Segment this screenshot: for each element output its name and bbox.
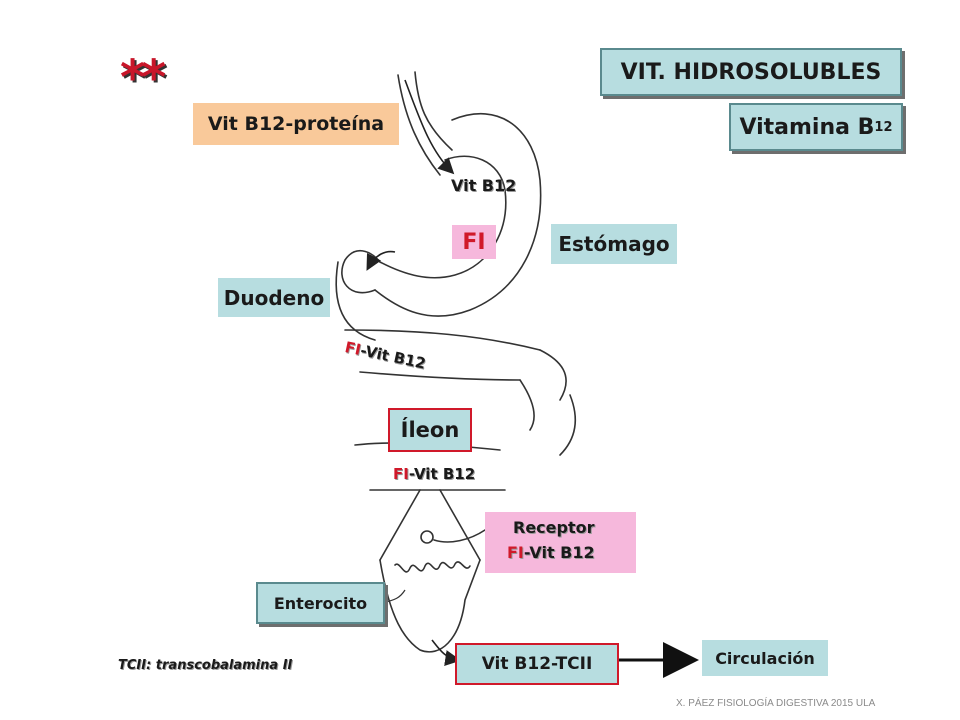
- subtitle-main: Vitamina B: [739, 114, 875, 140]
- receptor-fi: FI: [507, 543, 524, 562]
- fi-vit-b12-ileon-fi: FI: [393, 465, 409, 483]
- enterocito-box: Enterocito: [256, 582, 385, 624]
- estomago-label: Estómago: [558, 232, 670, 256]
- circulacion-label: Circulación: [715, 648, 815, 668]
- ileon-label: Íleon: [400, 418, 460, 442]
- vit-b12-proteina-box: Vit B12-proteína: [193, 103, 399, 145]
- esophagus-right-line: [414, 71, 453, 151]
- fi-label: FI: [462, 229, 486, 255]
- vit-b12-tcii-box: Vit B12-TCII: [455, 643, 619, 685]
- tcii-note: TCII: transcobalamina II: [118, 658, 293, 673]
- duodenum-line: [341, 250, 381, 294]
- duodeno-label: Duodeno: [223, 285, 325, 310]
- esophagus-left-line: [397, 74, 441, 176]
- title-box: VIT. HIDROSOLUBLES: [600, 48, 902, 96]
- stomach-inner-line: [379, 155, 507, 279]
- fi-box: FI: [452, 225, 496, 259]
- estomago-box: Estómago: [551, 224, 677, 264]
- fi-vit-b12-ileon-rest: -Vit B12: [408, 465, 476, 483]
- footer-credit: X. PÁEZ FISIOLOGÍA DIGESTIVA 2015 ULA: [676, 698, 876, 709]
- ileon-box: Íleon: [388, 408, 472, 452]
- receptor-line2: FI-Vit B12: [507, 543, 595, 562]
- stomach-outer-line: [374, 112, 542, 317]
- circulacion-box: Circulación: [702, 640, 828, 676]
- page-title: VIT. HIDROSOLUBLES: [620, 59, 882, 85]
- fi-vit-b12-ileon: FI-Vit B12: [393, 465, 475, 483]
- vit-b12-label: Vit B12: [451, 176, 517, 195]
- subtitle-sub: 12: [874, 119, 893, 135]
- vit-b12-proteina-label: Vit B12-proteína: [207, 113, 385, 135]
- enterocyte-outline: [379, 559, 481, 653]
- receptor-box: Receptor FI-Vit B12: [485, 512, 636, 573]
- stars-mark: **: [120, 50, 166, 106]
- receptor-line1: Receptor: [513, 518, 595, 537]
- duodeno-box: Duodeno: [218, 278, 330, 317]
- receptor-rest: -Vit B12: [523, 543, 595, 562]
- enterocito-label: Enterocito: [273, 593, 368, 613]
- vit-b12-tcii-label: Vit B12-TCII: [481, 654, 593, 674]
